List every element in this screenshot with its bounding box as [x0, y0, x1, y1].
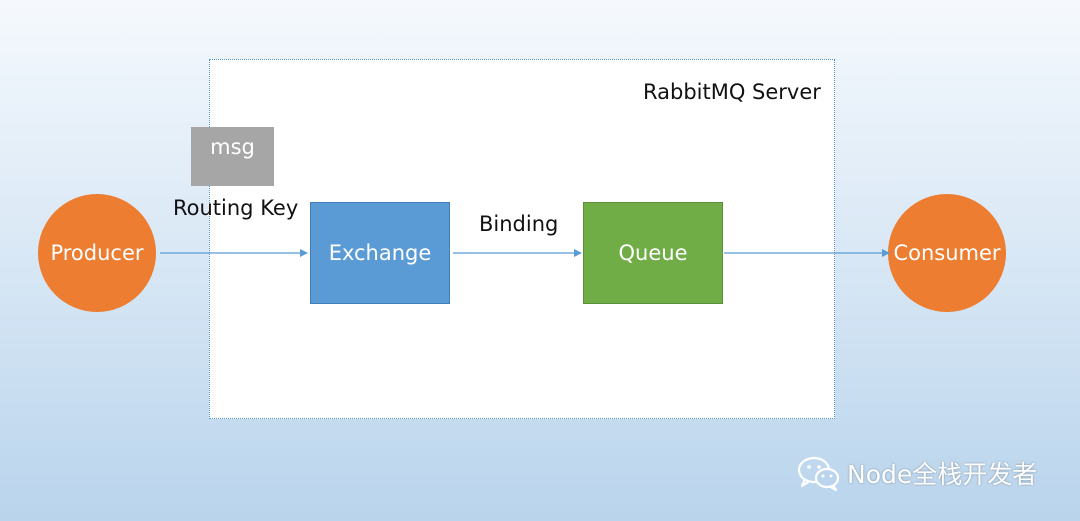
routing-key-label: Routing Key	[173, 196, 299, 220]
rabbitmq-server-label: RabbitMQ Server	[643, 80, 821, 104]
producer-label: Producer	[50, 241, 144, 265]
watermark: Node全栈开发者	[797, 455, 1037, 491]
exchange-node: Exchange	[310, 202, 450, 304]
message-box: msg	[191, 127, 274, 186]
queue-node: Queue	[583, 202, 723, 304]
exchange-label: Exchange	[328, 241, 432, 265]
message-label: msg	[210, 135, 255, 159]
watermark-text: Node全栈开发者	[847, 460, 1038, 489]
queue-label: Queue	[618, 241, 688, 265]
wechat-icon	[797, 455, 841, 491]
consumer-label: Consumer	[893, 241, 1001, 265]
consumer-node: Consumer	[888, 194, 1006, 312]
binding-label: Binding	[479, 212, 559, 236]
rabbitmq-server-boundary	[209, 59, 835, 419]
producer-node: Producer	[38, 194, 156, 312]
